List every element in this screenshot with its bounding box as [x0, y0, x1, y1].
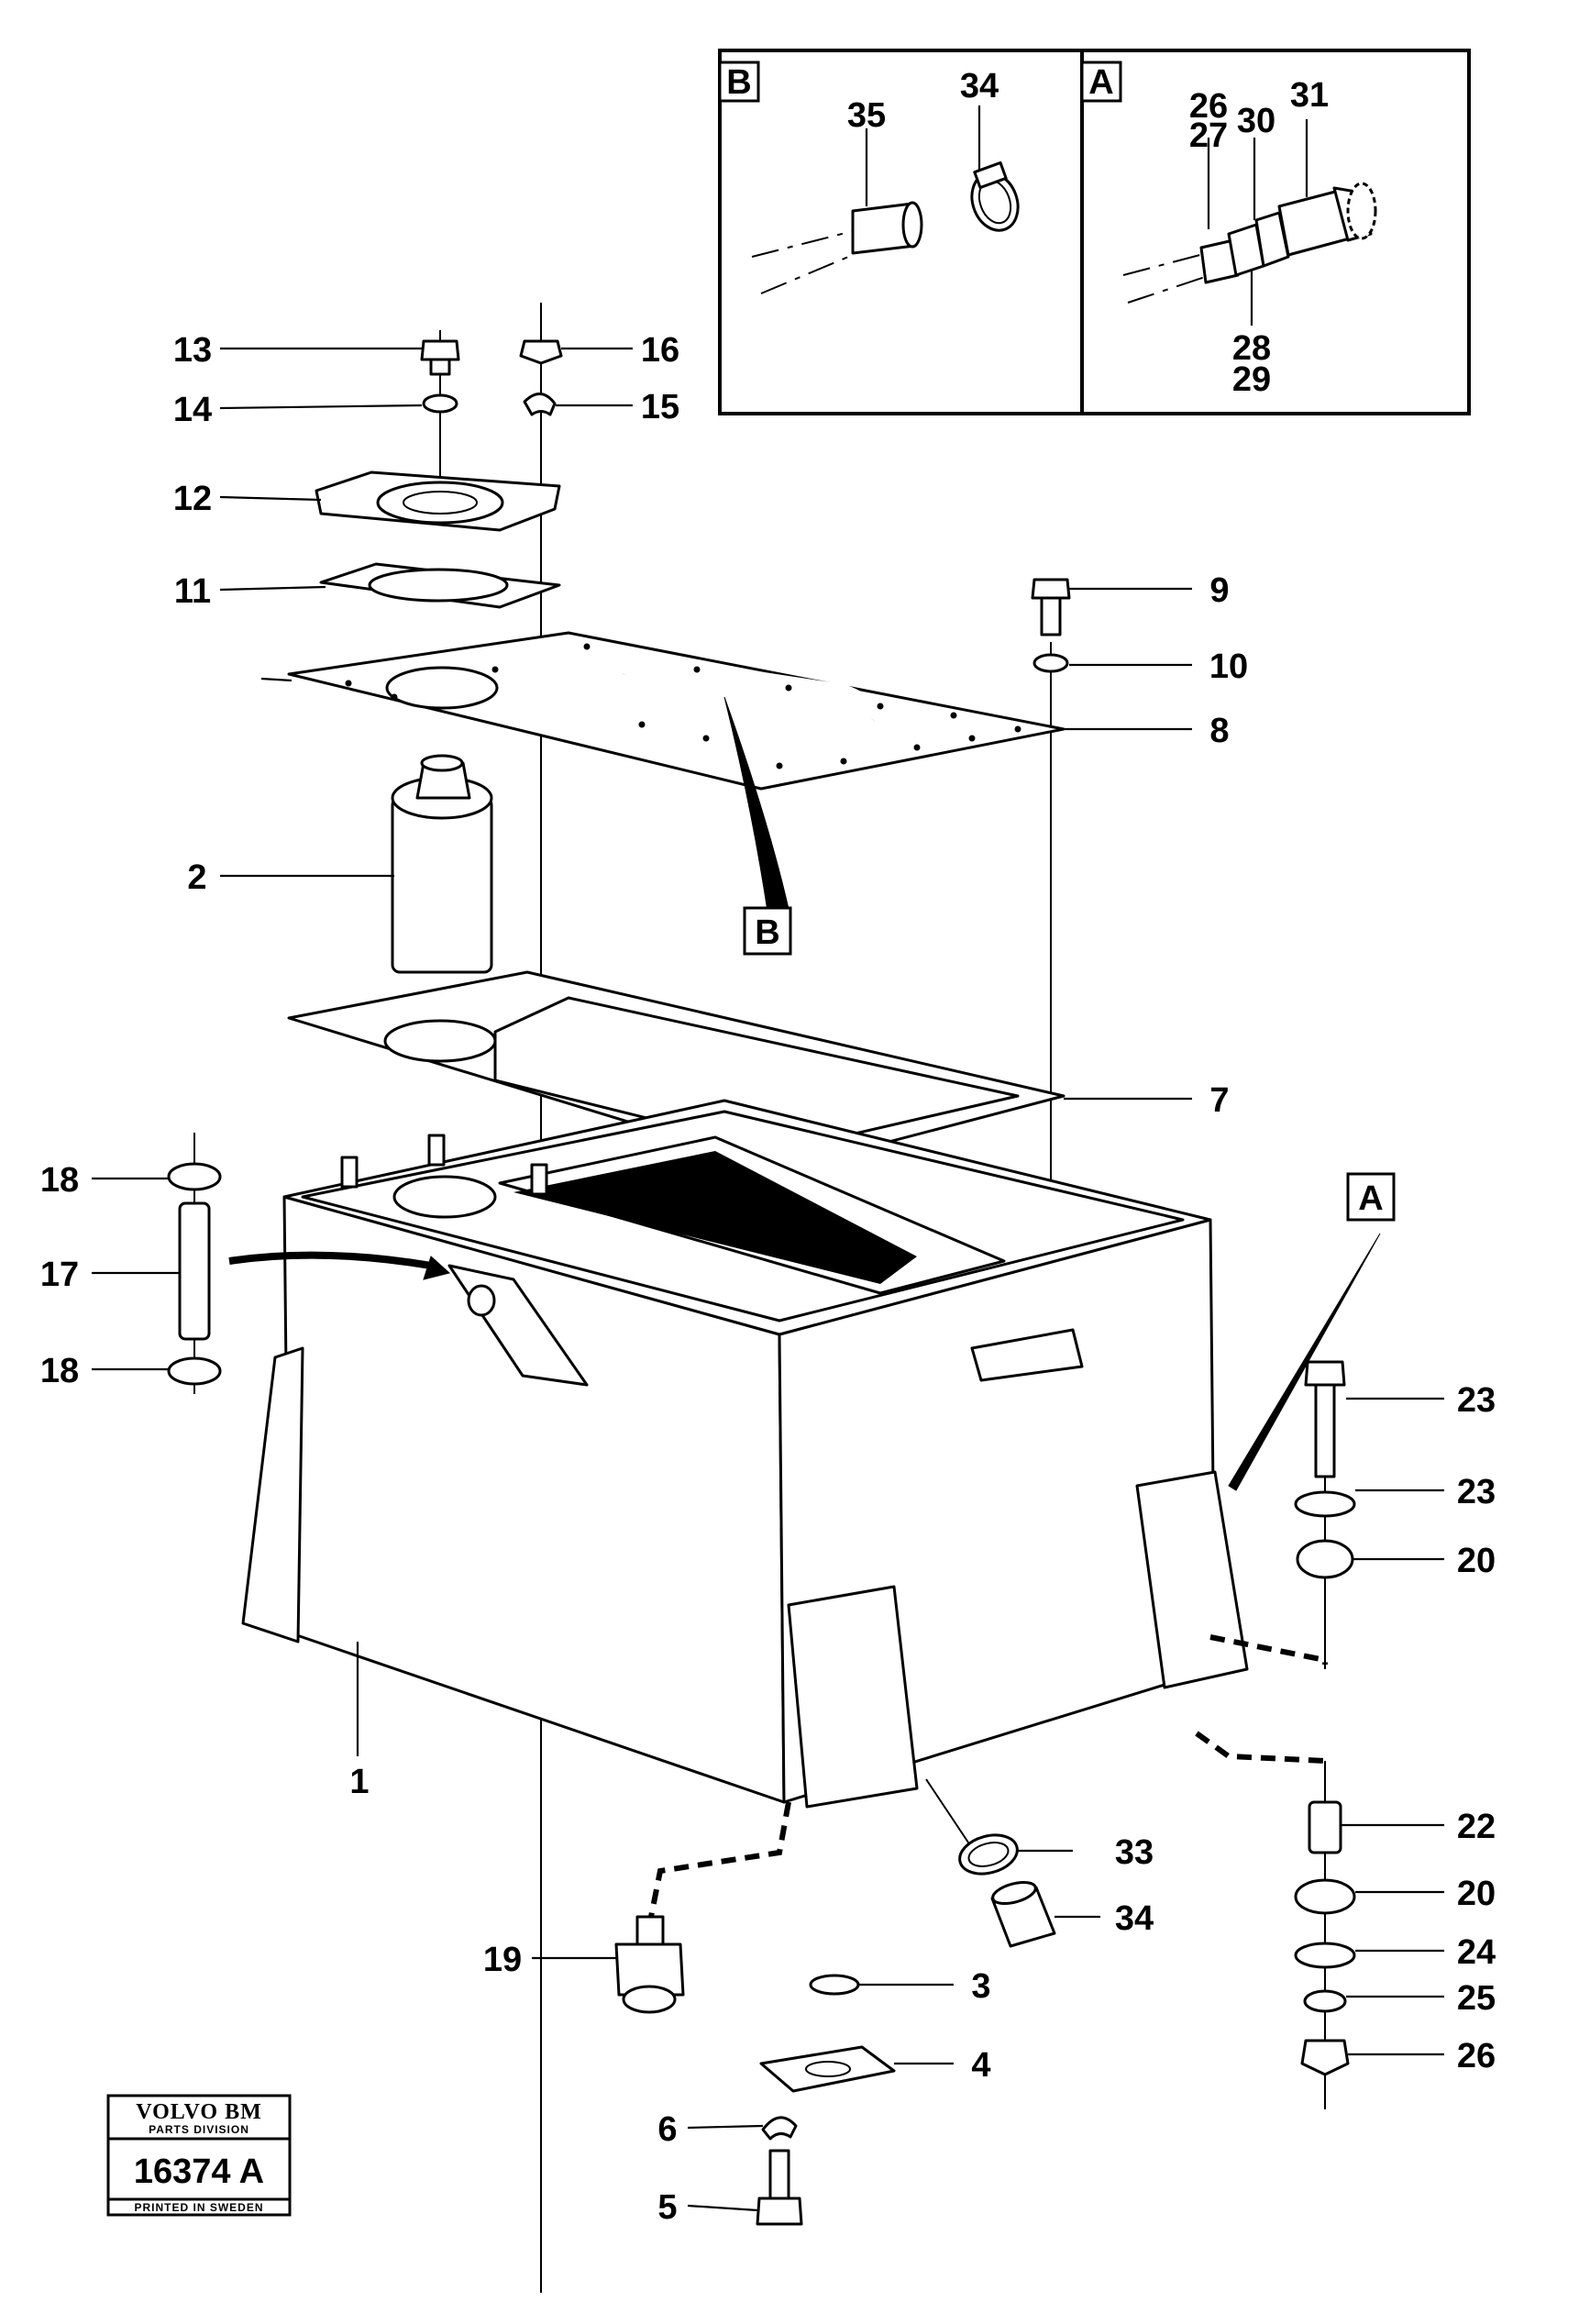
callout-18-top: 18: [40, 1161, 79, 1200]
callout-18-bottom: 18: [40, 1352, 79, 1390]
part-7-gasket-frame: [287, 970, 1066, 1171]
callout-16: 16: [641, 331, 679, 370]
stamp-number: 16374 A: [134, 2152, 264, 2191]
stamp-printed: PRINTED IN SWEDEN: [134, 2201, 263, 2214]
callout-numbers: 13 14 12 11 2 16 15 9 10 8 7 18 17 18 23…: [40, 331, 1496, 2227]
detail-a-tag: A: [1088, 63, 1113, 102]
callout-19: 19: [483, 1941, 522, 1979]
callout-20-lower: 20: [1457, 1875, 1496, 1913]
part-17-hose: [178, 1201, 211, 1341]
callout-30: 30: [1237, 102, 1275, 140]
callout-23-lower: 24: [1457, 1933, 1496, 1972]
pointer-a-tag: A: [1358, 1179, 1383, 1218]
part-23-washer-lower: [1294, 1942, 1356, 1969]
part-2-filter: [391, 754, 493, 974]
stamp-division: PARTS DIVISION: [149, 2123, 249, 2136]
part-8-cover-plate: [287, 631, 1066, 791]
callout-34: 34: [960, 67, 999, 105]
callout-7: 7: [1209, 1081, 1229, 1120]
pointer-a: [1228, 1233, 1381, 1491]
part-16-nut: [519, 339, 563, 365]
callout-11: 11: [174, 572, 211, 611]
callout-26: 26: [1189, 87, 1228, 126]
callout-6: 6: [657, 2110, 677, 2149]
part-1-tank: [228, 1099, 1249, 1809]
part-11-gasket: [319, 562, 561, 609]
callout-15: 15: [641, 388, 679, 426]
callout-24: 25: [1457, 1979, 1496, 2018]
callout-29: 29: [1232, 360, 1271, 399]
part-4-plate: [759, 2045, 896, 2093]
part-20-mount-lower: [1294, 1878, 1356, 1915]
part-18-clamp-bottom: [167, 1356, 222, 1386]
part-14-washer: [422, 393, 458, 414]
part-25-nut: [1300, 2039, 1350, 2076]
callout-1: 1: [349, 1763, 369, 1801]
pointer-b-tag: B: [755, 913, 779, 952]
part-20-mount-upper: [1296, 1539, 1354, 1579]
callout-9: 9: [1209, 571, 1229, 610]
part-33-sleeve: [990, 1881, 1056, 1948]
callout-25: 26: [1457, 2037, 1496, 2075]
volvo-bm-stamp: VOLVO BM PARTS DIVISION 16374 A PRINTED …: [106, 2094, 292, 2217]
callout-17: 17: [40, 1256, 79, 1294]
callout-33: 34: [1115, 1899, 1154, 1938]
callout-13: 13: [173, 331, 212, 370]
callout-10: 10: [1209, 647, 1248, 686]
part-19-valve: [614, 1915, 685, 2014]
part-23-washer-upper: [1294, 1490, 1356, 1518]
stamp-brand: VOLVO BM: [136, 2100, 262, 2124]
part-24-washer: [1303, 1989, 1347, 2013]
callout-2: 2: [187, 858, 206, 897]
detail-box-b: B 35 34: [718, 49, 1084, 415]
callout-3: 3: [971, 1967, 990, 2006]
part-12-flange: [315, 470, 561, 532]
part-3-oring: [809, 1974, 860, 1996]
part-6-clip: [761, 2116, 798, 2141]
callout-28: 28: [1232, 329, 1271, 368]
part-32-clamp: [958, 1833, 1019, 1876]
part-9-bolt: [1031, 578, 1071, 636]
part-22-bolt: [1304, 1360, 1346, 1478]
part-21-spacer: [1308, 1800, 1342, 1854]
callout-12: 12: [173, 480, 212, 518]
callout-22: 23: [1457, 1381, 1496, 1420]
detail-b-tag: B: [726, 63, 751, 102]
detail-box-a: A 26 27 30 31 28 29: [1080, 49, 1471, 415]
part-5-bolt: [756, 2149, 803, 2226]
callout-4: 4: [971, 2046, 990, 2085]
callout-5: 5: [657, 2188, 677, 2227]
callout-32: 33: [1115, 1833, 1154, 1872]
callout-27: 27: [1189, 116, 1228, 155]
callout-14: 14: [173, 391, 212, 429]
part-10-washer: [1032, 653, 1069, 673]
callout-23-upper: 23: [1457, 1473, 1496, 1511]
leader-lines: [92, 347, 1444, 2212]
part-15-clip: [523, 393, 557, 416]
callout-31: 31: [1290, 76, 1329, 115]
part-13-bolt: [420, 339, 460, 376]
callout-21: 22: [1457, 1808, 1496, 1846]
callout-20-upper: 20: [1457, 1542, 1496, 1580]
callout-35: 35: [847, 96, 886, 135]
callout-8: 8: [1209, 712, 1229, 750]
part-18-clamp-top: [167, 1162, 222, 1191]
